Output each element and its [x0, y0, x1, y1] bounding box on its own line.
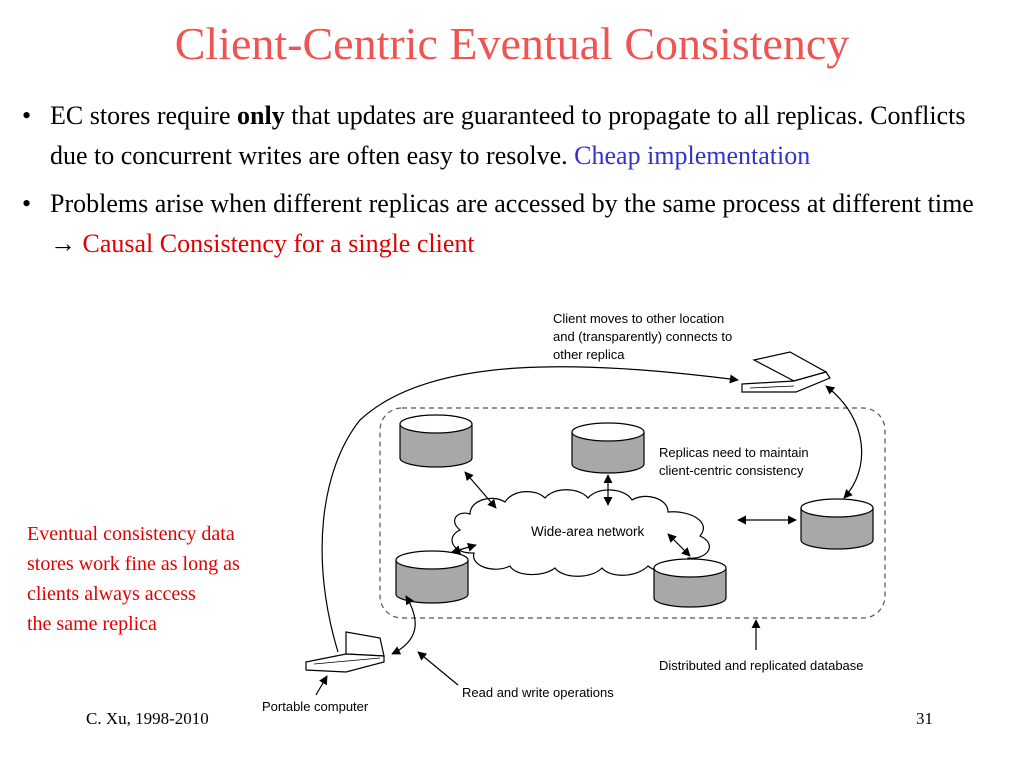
arrow-network-bottom-left	[451, 542, 477, 555]
right-arrow-icon: →	[50, 229, 76, 258]
portable-computer-label: Portable computer	[262, 699, 369, 714]
side-note-line: Eventual consistency data	[27, 523, 235, 545]
client-moves-label-line: and (transparently) connects to	[553, 329, 732, 344]
arrow-laptop-to-replica	[825, 385, 863, 499]
replicas-label: Replicas need to maintain client-centric…	[659, 445, 812, 478]
side-note-line: clients always access	[27, 583, 196, 605]
laptop-new-location-icon	[741, 351, 831, 393]
replica-cylinder-bottom-left	[395, 550, 469, 604]
rw-operations-label: Read and write operations	[462, 685, 614, 700]
wide-area-network-cloud	[451, 489, 710, 577]
client-move-path	[321, 366, 739, 653]
client-moves-label-line: Client moves to other location	[553, 311, 724, 326]
replica-cylinder-bottom-center	[653, 558, 727, 608]
bullet-item-1: • EC stores require only that updates ar…	[22, 96, 982, 176]
network-label: Wide-area network	[531, 524, 645, 539]
bullet-1-text: EC stores require	[50, 101, 238, 130]
portable-computer-icon	[305, 631, 385, 673]
client-moves-label: Client moves to other location and (tran…	[553, 311, 736, 362]
bullet-dot-icon: •	[22, 189, 32, 218]
arrow-network-bottom-center	[667, 533, 691, 557]
side-note-line: stores work fine as long as	[27, 553, 240, 575]
replica-cylinder-right	[800, 498, 874, 550]
arrow-portable-to-replica	[391, 595, 416, 655]
side-note: Eventual consistency data stores work fi…	[27, 519, 240, 639]
client-moves-label-line: other replica	[553, 347, 625, 362]
slide-title: Client-Centric Eventual Consistency	[174, 18, 850, 69]
replicas-label-line: Replicas need to maintain	[659, 445, 809, 460]
bullet-1-highlight: Cheap implementation	[574, 141, 811, 170]
bullet-list: • EC stores require only that updates ar…	[22, 96, 982, 264]
footer-author: C. Xu, 1998-2010	[86, 709, 209, 728]
page-number: 31	[916, 709, 933, 728]
replica-cylinder-top-left	[399, 414, 473, 468]
database-label: Distributed and replicated database	[659, 658, 864, 673]
bullet-2-highlight: Causal Consistency for a single client	[76, 229, 475, 258]
bullet-item-2: • Problems arise when different replicas…	[22, 184, 982, 264]
database-boundary	[379, 407, 886, 619]
side-note-line: the same replica	[27, 613, 157, 635]
bullet-2-text: Problems arise when different replicas a…	[50, 189, 974, 218]
bullet-1-text-cont: that updates are guaranteed to propagate…	[50, 101, 966, 170]
replicas-label-line: client-centric consistency	[659, 463, 804, 478]
arrow-network-top-left	[464, 471, 497, 509]
bullet-1-bold: only	[237, 101, 285, 130]
pointer-portable-label	[315, 675, 328, 696]
bullet-dot-icon: •	[22, 101, 32, 130]
pointer-rw-label	[417, 651, 459, 686]
replica-cylinder-top-center	[571, 422, 645, 474]
